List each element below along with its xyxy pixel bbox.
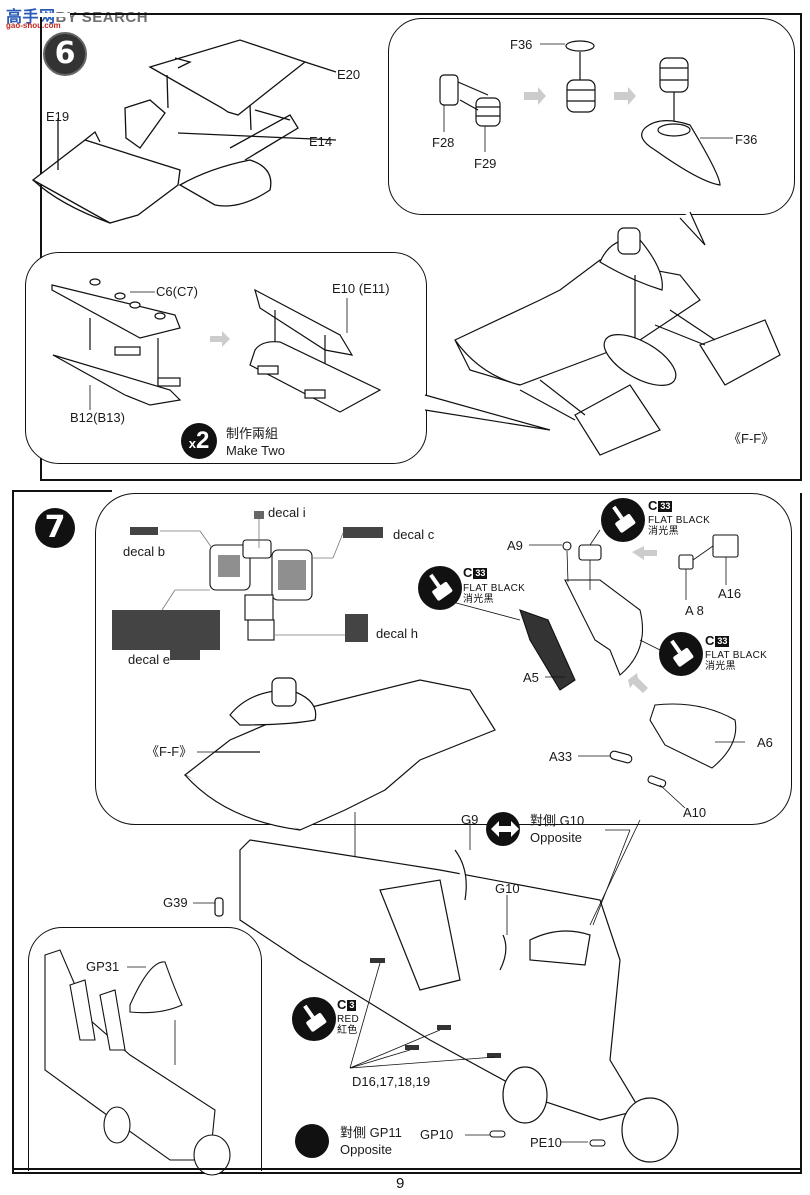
label-g39: G39 [163, 895, 188, 910]
paint-name-1: FLAT BLACK [648, 515, 711, 526]
step6-detail-bubble-elevator [25, 252, 427, 464]
label-ff-step7: 《F-F》 [146, 744, 193, 759]
make-two-en: Make Two [226, 443, 286, 458]
label-e10: E10 (E11) [332, 281, 390, 296]
step6-detail-bubble-wheels [388, 18, 795, 215]
label-f36-top: F36 [510, 37, 533, 52]
label-a9: A9 [507, 538, 523, 553]
label-f36-right: F36 [735, 132, 758, 147]
label-ff-step6: 《F-F》 [728, 431, 775, 446]
label-c6: C6(C7) [156, 284, 198, 299]
label-e14: E14 [309, 134, 333, 149]
label-a6: A6 [757, 735, 773, 750]
label-decal-c: decal c [393, 527, 435, 542]
label-a16: A16 [718, 586, 742, 601]
label-b12: B12(B13) [70, 410, 125, 425]
opposite-gp11-en: Opposite [340, 1142, 393, 1157]
label-gp31: GP31 [86, 959, 120, 974]
paint-name-4: RED [337, 1014, 360, 1025]
label-gp10: GP10 [420, 1127, 454, 1142]
label-g9: G9 [461, 812, 479, 827]
label-decal-e: decal e [128, 652, 170, 667]
bottom-rule [12, 1168, 800, 1170]
label-f29: F29 [474, 156, 497, 171]
opposite-g10-en: Opposite [530, 830, 583, 845]
label-g10: G10 [495, 881, 520, 896]
label-a5: A5 [523, 670, 539, 685]
label-decal-h: decal h [376, 626, 418, 641]
step7-number: 7 [35, 508, 75, 548]
label-d16: D16,17,18,19 [352, 1074, 431, 1089]
paint-cn-4: 紅色 [337, 1025, 358, 1036]
label-decal-i: decal i [268, 505, 306, 520]
label-a10: A10 [683, 805, 707, 820]
make-two-cn: 制作兩組 [226, 426, 279, 441]
paint-name-3: FLAT BLACK [705, 650, 768, 661]
label-e20: E20 [337, 67, 361, 82]
label-pe10: PE10 [530, 1135, 562, 1150]
label-e19: E19 [46, 109, 70, 124]
step6-number: 6 [43, 32, 87, 76]
step6-frame [40, 13, 802, 481]
paint-cn-1: 消光黑 [648, 526, 679, 537]
page-number: 9 [396, 1175, 405, 1192]
label-decal-b: decal b [123, 544, 165, 559]
label-f28: F28 [432, 135, 455, 150]
opposite-gp11-cn: 對側 GP11 [340, 1125, 402, 1140]
watermark-url: gao-shou.com [6, 21, 61, 30]
opposite-arrow-icon [295, 1124, 329, 1158]
opposite-g10-cn: 對側 G10 [530, 813, 585, 828]
label-a8: A 8 [685, 603, 704, 618]
paint-cn-3: 消光黑 [705, 661, 736, 672]
paint-name-2: FLAT BLACK [463, 583, 526, 594]
paint-cn-2: 消光黑 [463, 594, 494, 605]
label-a33: A33 [549, 749, 573, 764]
make-two-badge: x2 [181, 423, 217, 459]
